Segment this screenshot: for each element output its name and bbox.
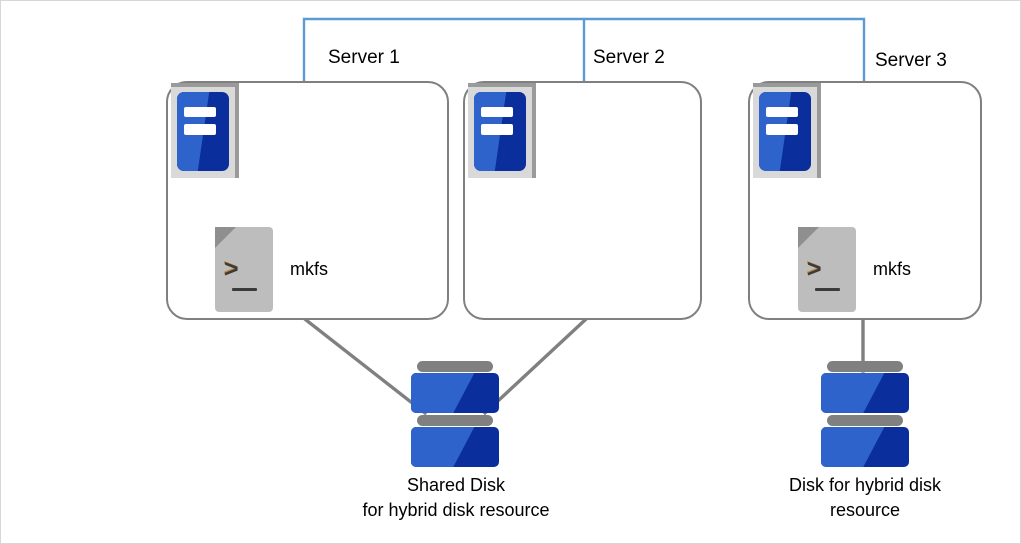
disk-platter-highlight: [821, 373, 885, 413]
disk-platter-1: [411, 373, 499, 413]
shared-disk-caption: Shared Disk for hybrid disk resource: [321, 473, 591, 523]
local-disk-icon[interactable]: [819, 361, 911, 467]
server-rack-icon-slot-1: [765, 107, 798, 118]
page-fold-corner-icon: [215, 227, 236, 248]
server-rack-icon-2: [468, 83, 536, 178]
script-document-icon-1: >: [215, 227, 273, 312]
disk-platter-1: [821, 373, 909, 413]
connector-server1-shared-disk: [303, 317, 428, 416]
script-document-icon-3: >: [798, 227, 856, 312]
server-rack-icon-slot-2: [765, 124, 798, 135]
prompt-chevron-icon: >: [224, 255, 239, 283]
local-disk-caption: Disk for hybrid disk resource: [740, 473, 990, 523]
disk-cap-top: [417, 361, 493, 372]
mkfs-item-3[interactable]: > mkfs: [798, 227, 911, 312]
disk-platter-highlight: [411, 373, 475, 413]
disk-platter-2: [411, 427, 499, 467]
server-rack-icon-slot-1: [183, 107, 216, 118]
disk-cap-top: [827, 361, 903, 372]
server-rack-icon-body: [474, 92, 526, 171]
server-rack-icon-slot-2: [183, 124, 216, 135]
mkfs-label-1: mkfs: [290, 259, 328, 279]
local-disk-caption-line-2: resource: [829, 500, 901, 520]
disk-cap-middle: [827, 415, 903, 426]
server-rack-icon-slot-1: [480, 107, 513, 118]
shared-disk-icon[interactable]: [409, 361, 501, 467]
disk-platter-highlight: [821, 427, 885, 467]
server-label-3: Server 3: [875, 50, 947, 71]
disk-cap-middle: [417, 415, 493, 426]
prompt-cursor-icon: [815, 288, 840, 291]
prompt-chevron-icon: >: [807, 255, 822, 283]
server-label-1: Server 1: [328, 47, 400, 68]
shared-disk-caption-line-2: for hybrid disk resource: [362, 500, 550, 520]
local-disk-caption-line-1: Disk for hybrid disk: [788, 475, 942, 495]
server-rack-icon-3: [753, 83, 821, 178]
server-rack-icon-body: [177, 92, 229, 171]
server-rack-icon-slot-2: [480, 124, 513, 135]
disk-platter-highlight: [411, 427, 475, 467]
mkfs-label-3: mkfs: [873, 259, 911, 279]
shared-disk-caption-line-1: Shared Disk: [406, 475, 506, 495]
mkfs-item-1[interactable]: > mkfs: [215, 227, 328, 312]
page-fold-corner-icon: [798, 227, 819, 248]
server-rack-icon-body: [759, 92, 811, 171]
disk-platter-2: [821, 427, 909, 467]
server-rack-icon-1: [171, 83, 239, 178]
server-label-2: Server 2: [593, 47, 665, 68]
prompt-cursor-icon: [232, 288, 257, 291]
